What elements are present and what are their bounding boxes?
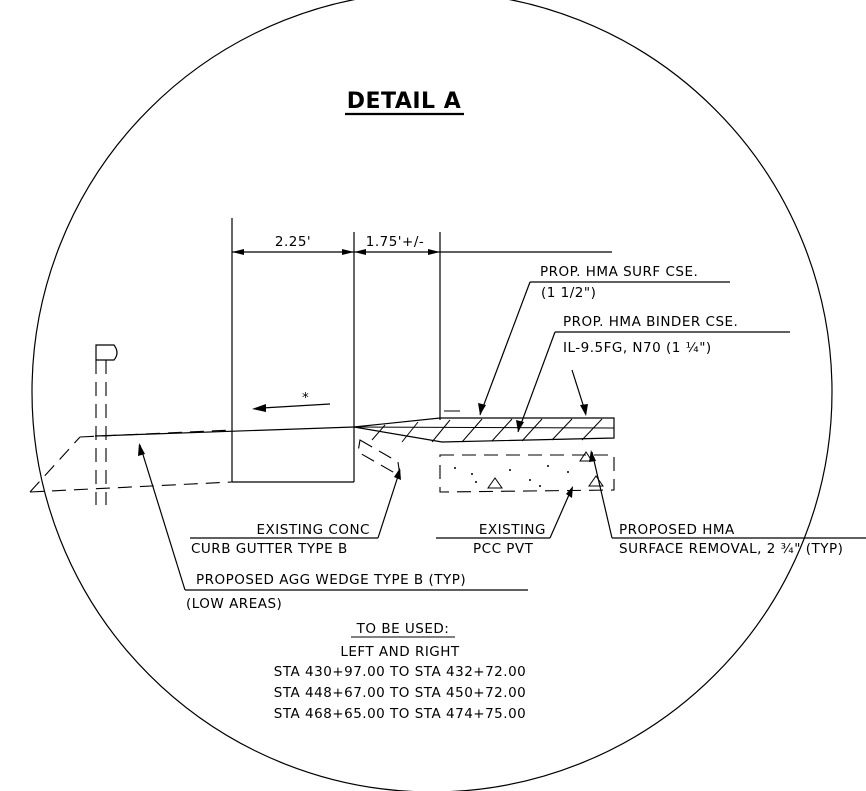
label-existing: EXISTING <box>479 522 546 538</box>
notes-line: STA 468+65.00 TO STA 474+75.00 <box>274 706 527 722</box>
sign-post-cap-icon <box>95 344 118 361</box>
slope-asterisk: * <box>302 390 309 406</box>
shoulder-surface-line <box>94 426 355 437</box>
overlay-edge-arrow <box>580 404 588 416</box>
dim-arrow-right <box>428 249 440 255</box>
label-proposed-hma: PROPOSED HMA <box>619 522 735 538</box>
notes-subheading: LEFT AND RIGHT <box>340 644 460 660</box>
dim-arrow-mid-left <box>342 249 354 255</box>
dim-arrow-left <box>232 249 244 255</box>
label-binder-spec: IL-9.5FG, N70 (1 ¼") <box>563 340 712 356</box>
removal-leader <box>591 451 613 539</box>
detail-boundary-circle <box>31 0 833 791</box>
wedge-slope-left <box>29 436 81 493</box>
curb-leader <box>377 469 401 539</box>
wedge-leader-arrow <box>138 443 145 456</box>
pcc-leader <box>549 487 573 539</box>
hma-hatching <box>371 418 603 443</box>
label-binder-course: PROP. HMA BINDER CSE. <box>563 314 738 330</box>
pcc-dots <box>454 465 569 487</box>
slope-arrow-line <box>261 403 331 409</box>
surf-leader <box>479 281 531 416</box>
notes-line: STA 448+67.00 TO STA 450+72.00 <box>274 685 527 701</box>
pcc-aggregate-marker <box>588 475 604 487</box>
removal-leader-arrow <box>589 450 596 462</box>
notes-line: STA 430+97.00 TO STA 432+72.00 <box>274 664 527 680</box>
pcc-leader-arrow <box>566 486 573 498</box>
pcc-aggregate-marker <box>579 451 593 462</box>
notes-heading: TO BE USED: <box>356 621 450 637</box>
binder-leader-arrow <box>516 420 524 432</box>
detail-title: DETAIL A <box>347 89 462 114</box>
pcc-aggregate-marker <box>487 477 503 489</box>
label-surf-course: PROP. HMA SURF CSE. <box>540 264 698 280</box>
label-low-areas: (LOW AREAS) <box>186 596 282 612</box>
dim-label-1-75: 1.75'+/- <box>366 234 425 250</box>
wedge-leader <box>139 444 186 591</box>
wedge-bottom-dashed <box>29 481 233 493</box>
binder-leader <box>517 331 556 433</box>
curb-leader-arrow <box>394 468 401 480</box>
slope-arrow-head <box>252 404 266 412</box>
label-surface-removal: SURFACE REMOVAL, 2 ¾" (TYP) <box>619 541 843 557</box>
hma-layer-divider <box>357 426 615 429</box>
existing-gutter-outline <box>357 439 401 478</box>
existing-pcc-outline <box>439 454 615 493</box>
label-curb-gutter: CURB GUTTER TYPE B <box>191 541 348 557</box>
dim-label-2-25: 2.25' <box>275 234 311 250</box>
label-pcc-pvt: PCC PVT <box>473 541 534 557</box>
hma-overlay-outline <box>353 417 615 443</box>
label-agg-wedge: PROPOSED AGG WEDGE TYPE B (TYP) <box>196 572 466 588</box>
label-existing-conc: EXISTING CONC <box>257 522 371 538</box>
label-surf-thickness: (1 1/2") <box>541 285 596 301</box>
dim-arrow-mid-right <box>354 249 366 255</box>
surf-leader-arrow <box>478 403 486 415</box>
